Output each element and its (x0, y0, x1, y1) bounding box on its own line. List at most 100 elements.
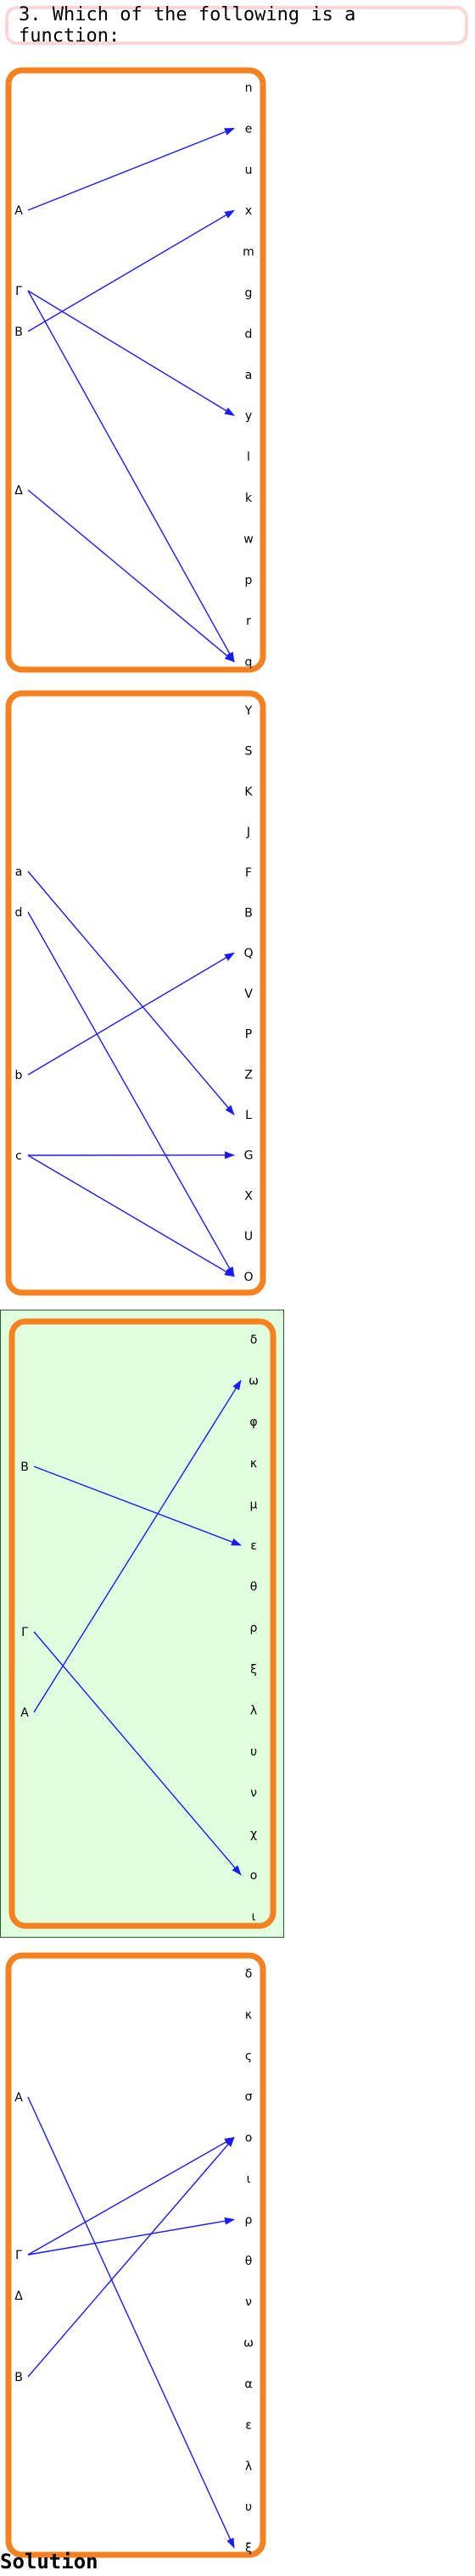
codomain-label: J (246, 826, 250, 839)
domain-label: Γ (15, 2249, 22, 2262)
option-3[interactable]: δ ω φ κ μ ε θ ρ ξ λ υ ν χ ο ι B Γ A (0, 1310, 475, 1938)
domain-label: c (15, 1149, 22, 1163)
codomain-label: λ (245, 2460, 252, 2473)
domain-label: A (14, 2091, 23, 2105)
codomain-label: ν (245, 2295, 252, 2309)
mapping-arrow (27, 911, 235, 1277)
codomain-label: μ (250, 1498, 258, 1511)
option-1[interactable]: n e u x m g d a y l k w p r q A Γ B Δ (0, 66, 475, 674)
codomain-label: u (245, 164, 253, 177)
correct-answer-highlight (0, 1310, 284, 1938)
codomain-label: ξ (250, 1663, 257, 1677)
codomain-label: Q (243, 947, 253, 960)
codomain-label: κ (250, 1457, 257, 1471)
codomain-label: λ (250, 1704, 257, 1717)
codomain-label: κ (245, 2008, 252, 2022)
domain-label: A (20, 1706, 29, 1720)
codomain-label: d (245, 327, 253, 341)
mapping-arrow (27, 871, 235, 1116)
codomain-label: υ (245, 2501, 252, 2514)
codomain-label: y (245, 409, 252, 423)
domain-label: B (14, 325, 23, 339)
codomain-label: l (247, 451, 250, 465)
option-1-diagram: n e u x m g d a y l k w p r q A Γ B Δ (5, 67, 266, 673)
codomain-label: ρ (245, 2213, 253, 2227)
codomain-label: S (245, 745, 253, 759)
codomain-label: ο (250, 1869, 258, 1883)
codomain-label: P (245, 1028, 252, 1042)
codomain-label: ρ (250, 1622, 258, 1635)
codomain-label: r (246, 615, 251, 628)
codomain-label: O (243, 1271, 253, 1284)
domain-label: d (15, 906, 23, 920)
codomain-label: K (244, 785, 253, 798)
codomain-label: Z (244, 1068, 253, 1082)
codomain-label: q (245, 656, 253, 670)
codomain-label: m (243, 246, 254, 259)
mapping-arrow (33, 1631, 242, 1876)
codomain-label: X (244, 1189, 253, 1203)
codomain-label: φ (249, 1416, 257, 1429)
codomain-label: χ (250, 1828, 257, 1841)
domain-label: Γ (15, 285, 22, 298)
mapping-arrow (27, 489, 235, 663)
mapping-arrow (27, 952, 235, 1076)
codomain-label: F (245, 866, 252, 880)
domain-label: B (14, 2371, 23, 2384)
mapping-arrow (27, 2217, 235, 2256)
domain-label: Δ (14, 2289, 23, 2303)
codomain-label: δ (245, 1967, 253, 1981)
codomain-label: ν (250, 1787, 257, 1800)
mapping-arrow (27, 127, 235, 211)
codomain-label: g (245, 287, 253, 300)
option-frame (5, 690, 266, 1296)
domain-label: A (14, 204, 23, 218)
codomain-label: n (245, 81, 253, 95)
codomain-label: θ (245, 2255, 253, 2268)
codomain-label: Y (244, 704, 253, 718)
mapping-arrow (27, 290, 235, 416)
mapping-arrow (27, 2136, 235, 2256)
option-frame (8, 1318, 277, 1929)
codomain-label: ε (245, 2418, 252, 2432)
codomain-label: ι (247, 2173, 251, 2186)
codomain-label: B (244, 907, 253, 921)
codomain-label: e (245, 122, 253, 136)
codomain-label: U (244, 1230, 253, 1243)
codomain-label: θ (250, 1581, 258, 1594)
codomain-label: α (244, 2378, 252, 2391)
mapping-arrow (27, 1154, 235, 1277)
mapping-arrow (27, 209, 235, 332)
domain-label: b (15, 1069, 23, 1082)
codomain-label: υ (250, 1745, 257, 1759)
codomain-label: G (244, 1149, 254, 1163)
codomain-label: ο (245, 2132, 253, 2145)
option-frame (5, 67, 266, 673)
codomain-label: p (245, 574, 253, 587)
mapping-arrow (27, 2096, 235, 2549)
mapping-arrow (33, 1379, 242, 1713)
codomain-label: a (245, 369, 253, 382)
domain-label: Δ (14, 484, 23, 498)
codomain-label: ω (249, 1375, 259, 1388)
codomain-label: x (245, 204, 252, 218)
domain-label: a (15, 865, 23, 879)
codomain-label: ε (250, 1539, 257, 1553)
codomain-label: ω (243, 2337, 254, 2351)
codomain-label: k (245, 492, 253, 505)
codomain-label: σ (245, 2090, 253, 2104)
domain-label: Γ (21, 1626, 28, 1639)
codomain-label: δ (250, 1333, 258, 1347)
codomain-label: w (243, 532, 253, 546)
option-frame (5, 1952, 266, 2558)
codomain-label: L (245, 1109, 252, 1122)
solution-heading: Solution (0, 2550, 98, 2573)
domain-label: B (20, 1460, 29, 1474)
codomain-label: ς (245, 2050, 252, 2063)
codomain-label: ι (252, 1910, 256, 1923)
option-3-diagram: δ ω φ κ μ ε θ ρ ξ λ υ ν χ ο ι B Γ A (0, 1310, 284, 1938)
